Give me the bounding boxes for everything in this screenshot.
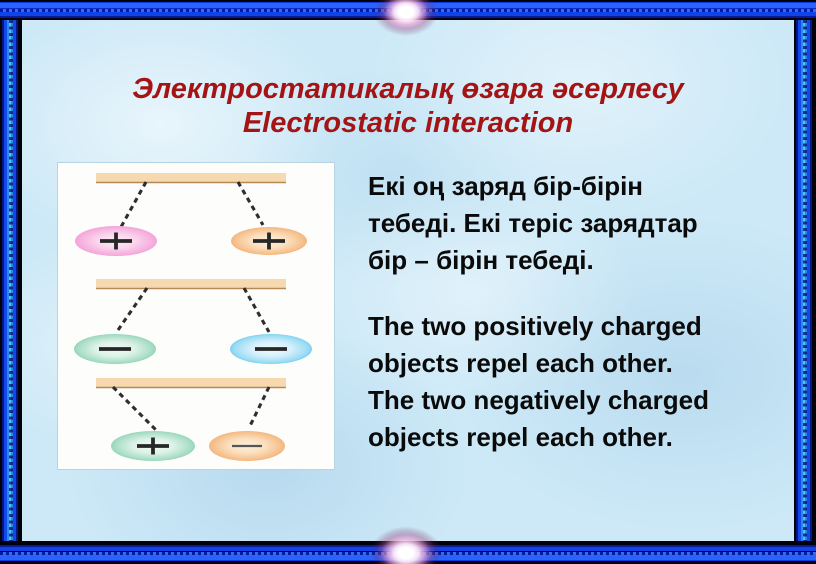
support-bar [96,173,286,182]
frame-top-dashes [0,9,816,12]
text-line: Екі оң заряд бір-бірін [368,171,644,201]
diagram-row-attract [96,378,286,461]
thread [236,181,265,226]
slide-title: Электростатикалық өзара әсерлесу Electro… [22,72,794,140]
slide-background: Электростатикалық өзара әсерлесу Electro… [22,20,794,541]
charge-sign [137,437,169,455]
charge-diagram [74,173,312,461]
diagram-row-repel-positive [75,173,307,256]
text-line: objects repel each other. [368,348,673,378]
kazakh-paragraph: Екі оң заряд бір-бірін тебеді. Екі теріс… [368,168,780,279]
slide-title-line2: Electrostatic interaction [242,107,574,139]
frame-bottom-dashes [0,552,816,555]
frame-left-dashes [8,20,13,541]
frame-left-border [0,20,22,541]
thread [247,386,271,429]
diagram-row-repel-negative [74,279,312,364]
text-line: The two negatively charged [368,385,709,415]
charge-sign [253,232,285,250]
text-line: The two positively charged [368,311,702,341]
charge-diagram-panel [57,162,335,470]
frame-bottom-border [0,541,816,564]
slide-title-line1: Электростатикалық өзара әсерлесу [132,73,684,105]
thread [114,287,149,334]
thread [242,287,271,333]
support-bar [96,279,286,288]
thread [111,385,158,432]
text-line: тебеді. Екі теріс зарядтар [368,208,698,238]
english-paragraph: The two positively charged objects repel… [368,308,780,456]
support-bar [96,378,286,387]
thread [119,181,148,228]
frame-top-border [0,0,816,20]
charge-sign [100,232,132,250]
frame-right-dashes [802,20,807,541]
body-text: Екі оң заряд бір-бірін тебеді. Екі теріс… [368,168,780,456]
text-line: бір – бірін тебеді. [368,245,594,275]
text-line: objects repel each other. [368,422,673,452]
frame-right-border [794,20,816,541]
